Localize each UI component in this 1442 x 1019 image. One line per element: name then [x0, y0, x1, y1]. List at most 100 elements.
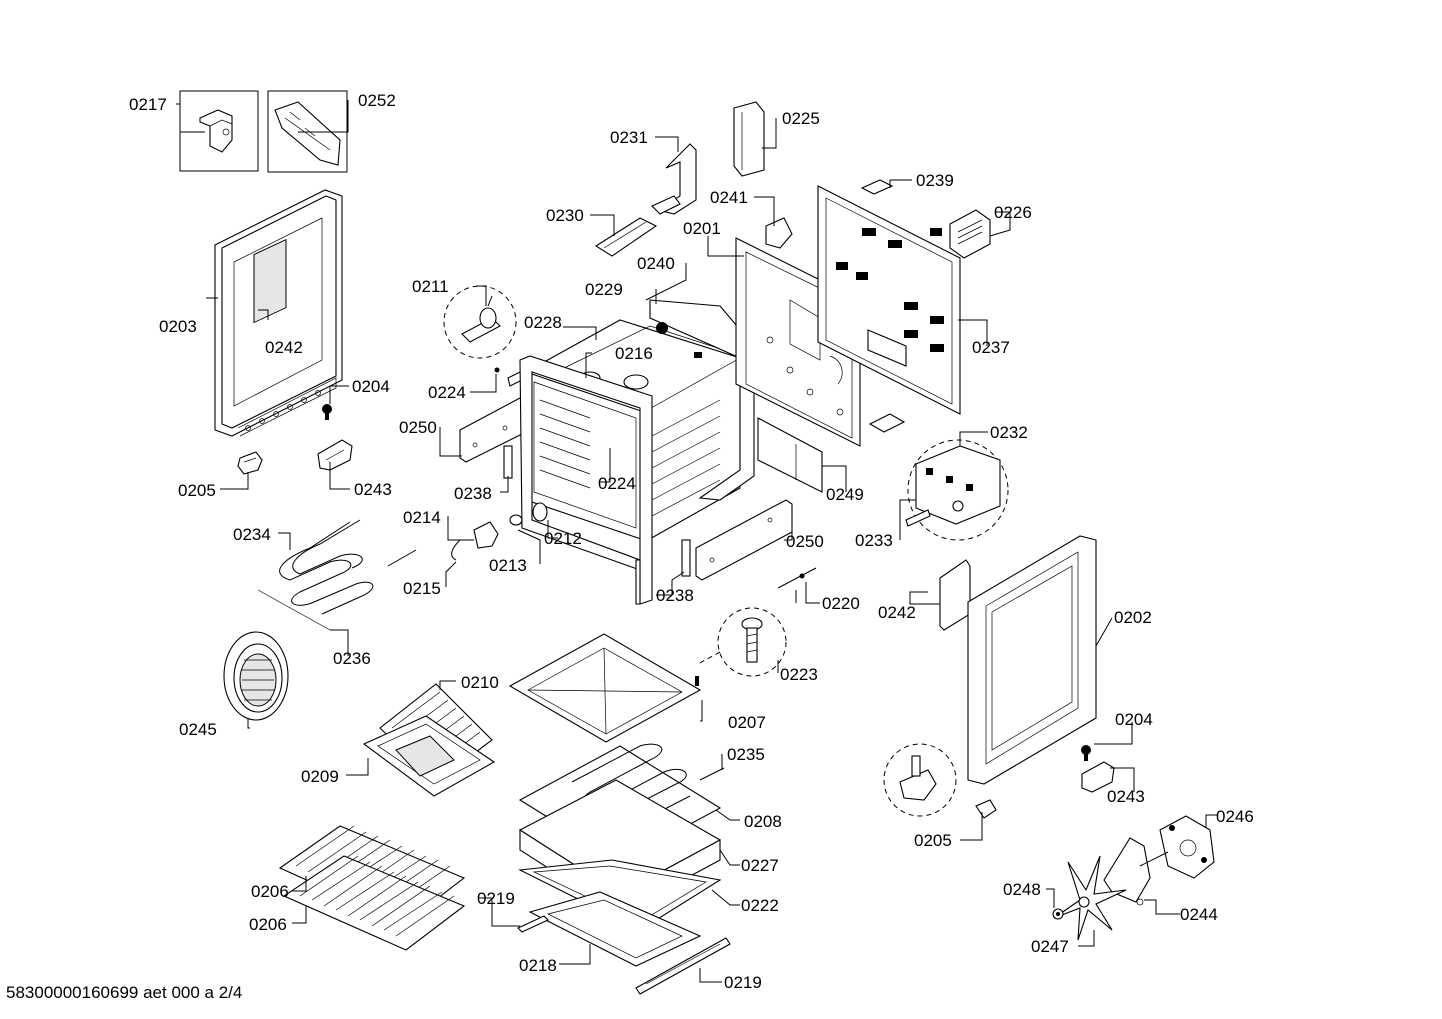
- part-front-frame: [519, 355, 653, 605]
- part-labels: 0217 0252 0231 0225 0239 0241 0226 0230 …: [129, 91, 1254, 992]
- label-0232: 0232: [990, 423, 1028, 442]
- label-0227: 0227: [741, 856, 779, 875]
- part-0238-bracket-left: [503, 445, 513, 479]
- part-0204-screw-right: [1081, 745, 1091, 761]
- part-0248-nut: [1052, 908, 1064, 920]
- label-0222: 0222: [741, 896, 779, 915]
- label-0204: 0204: [352, 377, 390, 396]
- label-0242: 0242: [265, 338, 303, 357]
- label-0234: 0234: [233, 525, 271, 544]
- label-0247: 0247: [1031, 937, 1069, 956]
- part-0231-duct: [651, 143, 697, 215]
- part-0224-screw-a: [494, 367, 523, 387]
- label-0203: 0203: [159, 317, 197, 336]
- label-0223: 0223: [780, 665, 818, 684]
- label-0230: 0230: [546, 206, 584, 225]
- label-0207: 0207: [728, 713, 766, 732]
- label-0231: 0231: [610, 128, 648, 147]
- part-0217-bracket: [179, 90, 259, 172]
- part-0234-grill-element: [257, 519, 417, 631]
- part-0219-rail-b: [635, 937, 731, 995]
- label-0206: 0206: [249, 915, 287, 934]
- part-0230-duct: [594, 217, 658, 257]
- part-0241-switch: [765, 217, 793, 249]
- part-0232-terminal: [868, 413, 1009, 541]
- part-0226-grille: [949, 209, 991, 259]
- label-0208: 0208: [744, 812, 782, 831]
- label-0245: 0245: [179, 720, 217, 739]
- label-0250: 0250: [786, 532, 824, 551]
- part-0223-bolt: [695, 607, 787, 686]
- leader-lines: [176, 100, 1218, 983]
- label-0206: 0206: [251, 882, 289, 901]
- label-0219: 0219: [724, 973, 762, 992]
- part-0219-rail-a: [517, 915, 549, 933]
- label-0236: 0236: [333, 649, 371, 668]
- label-0240: 0240: [637, 254, 675, 273]
- label-0225: 0225: [782, 109, 820, 128]
- part-0247-fan-blade: [1053, 855, 1127, 941]
- label-0204: 0204: [1115, 710, 1153, 729]
- part-0225-box: [733, 101, 765, 177]
- part-0211-sensor: [443, 285, 517, 359]
- part-0212-knob: [509, 502, 548, 526]
- label-0226: 0226: [994, 203, 1032, 222]
- label-0243: 0243: [1107, 787, 1145, 806]
- label-0202: 0202: [1114, 608, 1152, 627]
- part-0243-hinge-plate-right: [1081, 761, 1115, 793]
- label-0215: 0215: [403, 579, 441, 598]
- label-0219: 0219: [477, 889, 515, 908]
- label-0239: 0239: [916, 171, 954, 190]
- part-0233-bolt: [905, 500, 964, 527]
- part-0250-rail-left: [459, 397, 527, 463]
- part-0250-rail-right: [695, 499, 793, 581]
- part-0238-bracket-right: [681, 539, 691, 577]
- part-0215-wire: [451, 539, 461, 561]
- part-0205-hinge-right: [883, 743, 997, 819]
- part-0203-door: [214, 189, 343, 437]
- part-0209-broiler-pan: [362, 715, 496, 797]
- label-0210: 0210: [461, 673, 499, 692]
- label-0249: 0249: [826, 485, 864, 504]
- label-0205: 0205: [914, 831, 952, 850]
- label-0218: 0218: [519, 956, 557, 975]
- label-0229: 0229: [585, 280, 623, 299]
- part-0239-plate: [860, 179, 894, 195]
- part-0245-fan-cover: [223, 631, 289, 721]
- label-0209: 0209: [301, 767, 339, 786]
- label-0220: 0220: [822, 594, 860, 613]
- part-0202-door-right: [967, 535, 1097, 785]
- label-0212: 0212: [544, 529, 582, 548]
- part-0214-lamp: [473, 521, 499, 549]
- label-0246: 0246: [1216, 807, 1254, 826]
- label-0224: 0224: [428, 383, 466, 402]
- label-0233: 0233: [855, 531, 893, 550]
- label-0248: 0248: [1003, 880, 1041, 899]
- label-0243: 0243: [354, 480, 392, 499]
- part-0218-bottom-panel: [528, 891, 702, 967]
- label-0224: 0224: [598, 474, 636, 493]
- label-0235: 0235: [727, 745, 765, 764]
- part-0237-back-cover: [817, 185, 961, 415]
- document-id: 58300000160699 aet 000 a 2/4: [6, 983, 242, 1002]
- part-0242-bracket-right: [939, 559, 971, 631]
- part-0205-hinge-left: [237, 451, 263, 475]
- label-0214: 0214: [403, 508, 441, 527]
- label-0228: 0228: [524, 313, 562, 332]
- label-0238: 0238: [454, 484, 492, 503]
- label-0244: 0244: [1180, 905, 1218, 924]
- label-0213: 0213: [489, 556, 527, 575]
- label-0217: 0217: [129, 95, 167, 114]
- part-0206-rack-lower: [282, 855, 466, 951]
- part-0204-screw-left: [322, 404, 332, 420]
- label-0237: 0237: [972, 338, 1010, 357]
- label-0250: 0250: [399, 418, 437, 437]
- part-0246-motor: [1159, 815, 1215, 879]
- label-0238: 0238: [656, 586, 694, 605]
- label-0205: 0205: [178, 481, 216, 500]
- part-0243-hinge-plate-left: [317, 439, 353, 471]
- part-0207-baking-tray: [508, 633, 702, 743]
- part-0249-rail: [757, 417, 823, 493]
- label-0216: 0216: [615, 344, 653, 363]
